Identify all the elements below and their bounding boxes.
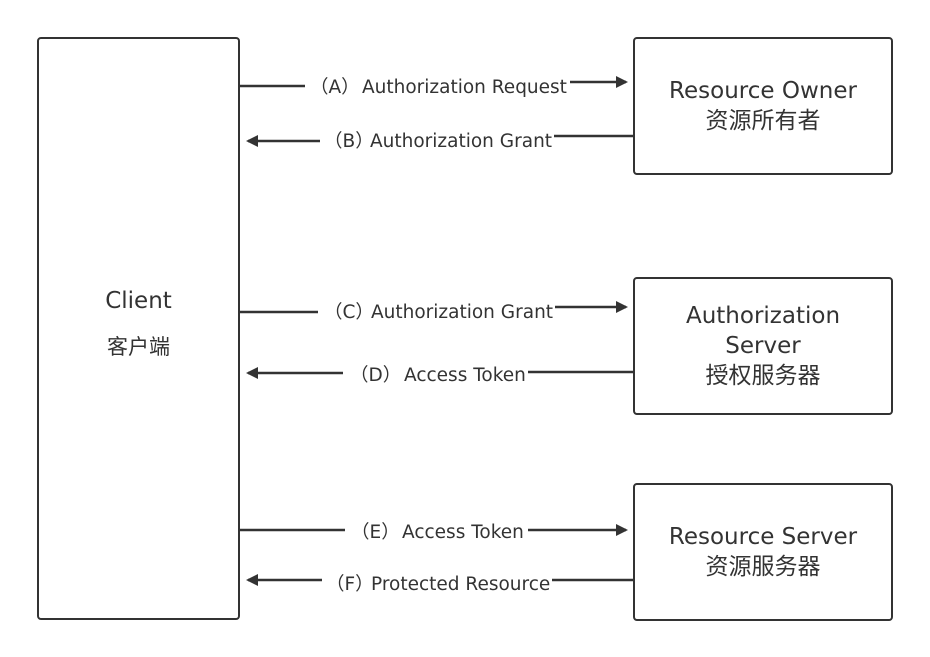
flow-b-arrow: （B） Authorization Grant (246, 131, 633, 152)
flow-a-step: （A） (310, 77, 360, 98)
flow-b-step: （B） (324, 131, 374, 152)
flow-e-step: （E） (351, 522, 400, 543)
flow-f-label: Protected Resource (371, 574, 550, 595)
flow-e-label: Access Token (402, 522, 524, 543)
authorization-server-title-line1: Authorization (685, 303, 841, 329)
resource-owner-subtitle: 资源所有者 (705, 108, 821, 134)
authorization-server-subtitle: 授权服务器 (705, 363, 821, 389)
flow-c-step: （C） (324, 302, 374, 323)
flow-f-step: （F） (326, 574, 374, 595)
client-box: Client 客户端 (37, 37, 240, 620)
resource-server-title: Resource Server (668, 524, 858, 550)
flow-e-arrow: （E） Access Token (240, 522, 628, 543)
resource-server-subtitle: 资源服务器 (705, 554, 821, 580)
client-subtitle: 客户端 (107, 335, 170, 359)
flow-b-label: Authorization Grant (370, 131, 552, 152)
authorization-server-title-line2: Server (725, 333, 801, 359)
flow-a-label: Authorization Request (362, 77, 567, 98)
flow-d-step: （D） (350, 365, 401, 386)
client-title: Client (105, 288, 172, 314)
flow-f-arrow: （F） Protected Resource (246, 574, 633, 595)
flow-d-arrow: （D） Access Token (246, 365, 633, 386)
flow-d-label: Access Token (404, 365, 526, 386)
resource-server-box: Resource Server 资源服务器 (633, 483, 893, 621)
flow-c-label: Authorization Grant (371, 302, 553, 323)
authorization-server-box: Authorization Server 授权服务器 (633, 277, 893, 415)
resource-owner-title: Resource Owner (669, 78, 857, 104)
flow-c-arrow: （C） Authorization Grant (240, 301, 628, 323)
resource-owner-box: Resource Owner 资源所有者 (633, 37, 893, 175)
flow-a-arrow: （A） Authorization Request (240, 76, 628, 98)
